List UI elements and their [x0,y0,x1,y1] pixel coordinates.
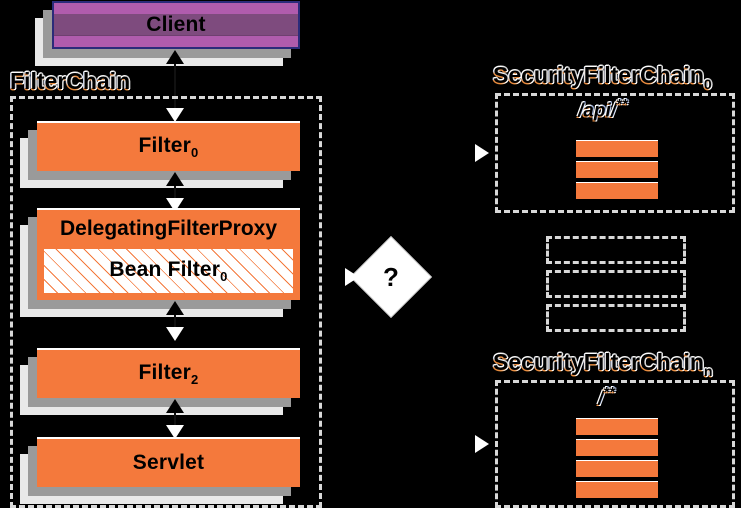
bean-filter-text: Bean Filter [109,258,221,281]
arrow-into-security-chain-0-head [475,144,489,162]
dfp-face: DelegatingFilterProxy Bean Filter0 [37,208,300,300]
security-chain-n-path-wildcard: ** [603,384,615,401]
placeholder-box-1 [546,236,686,264]
bean-filter-box[interactable]: Bean Filter0 [43,248,294,294]
dfp-label: DelegatingFilterProxy [59,217,278,240]
security-filter-chain-0-title: SecurityFilterChain0 [493,62,712,92]
arrow-client-filter0-head-up [166,50,184,64]
filter-0-box[interactable]: Filter0 [20,121,300,188]
arrow-client-filter0-head-down [166,108,184,122]
servlet-label: Servlet [132,451,205,474]
arrow-filter2-servlet-line [174,401,176,437]
arrow-filter2-servlet-head-down [166,425,184,439]
bean-filter-subscript: 0 [220,269,228,284]
security-chain-0-path: /api/** [578,96,628,122]
filter-2-text: Filter [138,361,192,384]
filterchain-title: FilterChain [10,68,131,94]
arrow-filter0-dfp-head-up [166,172,184,186]
filter-2-box[interactable]: Filter2 [20,348,300,415]
dfp-header: DelegatingFilterProxy [37,210,300,248]
security-chain-n-path: /** [598,384,615,410]
arrow-client-filter0-line [174,52,176,122]
arrow-into-security-chain-n-head [475,435,489,453]
security-chain-n-path-prefix: / [598,388,604,410]
security-chain-n-bar-1[interactable] [576,418,658,435]
arrow-into-diamond-head [345,268,359,286]
security-filter-chain-0-container [495,93,735,213]
servlet-face: Servlet [37,437,300,487]
filterchain-container [10,96,322,508]
filter-0-text: Filter [138,134,192,157]
security-chain-n-title-text: SecurityFilterChain [493,349,704,375]
filter-0-subscript: 0 [191,145,199,160]
arrow-dfp-filter2-head-down [166,327,184,341]
security-filter-chain-n-title: SecurityFilterChainn [493,349,712,379]
filter-2-face: Filter2 [37,348,300,398]
placeholder-box-3 [546,304,686,332]
security-chain-0-bar-2[interactable] [576,161,658,178]
delegating-filter-proxy-box[interactable]: DelegatingFilterProxy Bean Filter0 [20,208,300,317]
arrow-filter0-dfp-line [174,174,176,210]
security-chain-0-subscript: 0 [703,76,712,92]
arrow-dfp-filter2-line [174,303,176,339]
decision-diamond-label: ? [383,261,399,292]
bean-filter-hatch-pattern [44,249,293,293]
arrow-filter2-servlet-head-up [166,399,184,413]
security-chain-0-bar-3[interactable] [576,182,658,199]
filter-2-subscript: 2 [191,372,199,387]
security-filter-chain-n-container [495,380,735,508]
decision-diamond-label-wrap: ? [362,248,420,306]
client-title-band [54,14,298,36]
filter-0-face: Filter0 [37,121,300,171]
client-face [52,1,300,49]
client-label-wrap: Client [52,1,300,49]
filter-0-label: Filter0 [139,134,199,160]
placeholder-box-2 [546,270,686,298]
arrow-dfp-filter2-head-up [166,301,184,315]
security-chain-0-title-text: SecurityFilterChain [493,62,704,88]
security-chain-n-subscript: n [703,363,713,379]
security-chain-n-bar-3[interactable] [576,460,658,477]
security-chain-n-bar-2[interactable] [576,439,658,456]
client-box[interactable]: Client [35,1,300,66]
bean-filter-label: Bean Filter0 [109,258,227,284]
security-chain-n-bar-4[interactable] [576,481,658,498]
security-chain-0-path-prefix: /api/ [578,100,617,122]
security-chain-0-path-wildcard: ** [616,96,628,113]
filter-2-label: Filter2 [139,361,199,387]
servlet-box[interactable]: Servlet [20,437,300,504]
security-chain-0-bar-1[interactable] [576,140,658,157]
client-label: Client [146,13,206,36]
